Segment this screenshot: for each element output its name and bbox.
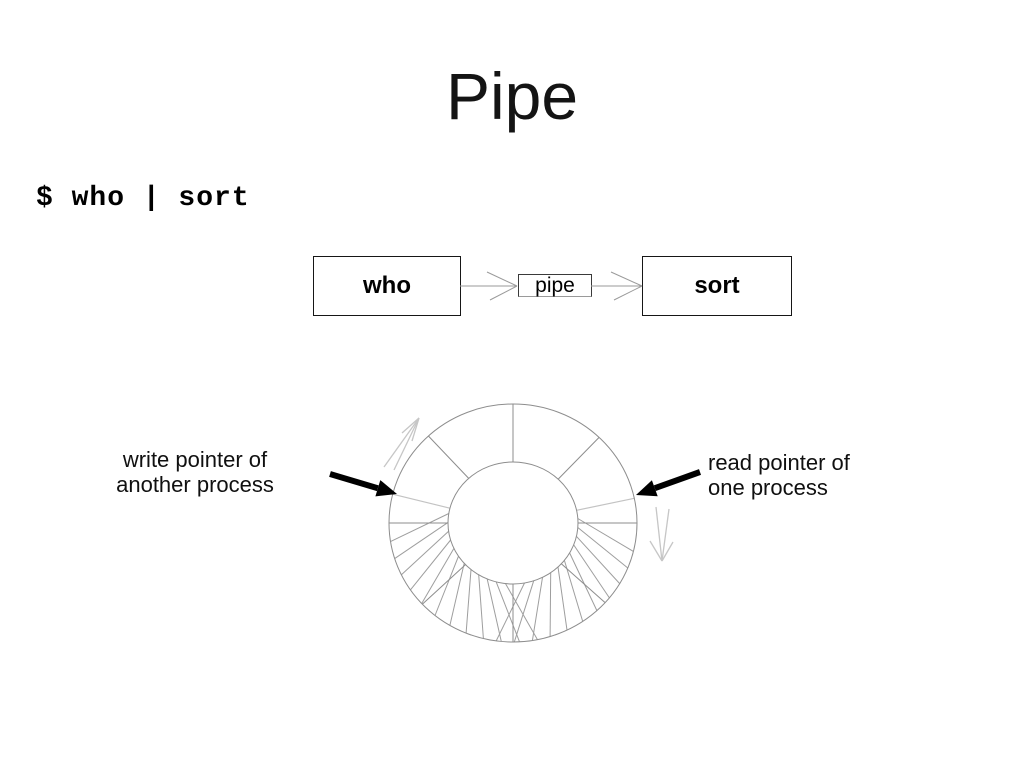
shell-command: $ who | sort [36,183,250,214]
read-pointer-label-line1: read pointer of [708,450,850,475]
process-box-who-label: who [363,272,411,299]
pipe-box: pipe [518,274,592,297]
process-box-sort: sort [642,256,792,316]
pipe-box-label: pipe [535,273,575,297]
read-pointer-label: read pointer of one process [708,450,908,500]
write-pointer-label-line1: write pointer of [122,447,268,472]
write-pointer-label: write pointer of another process [85,447,305,497]
process-box-who: who [313,256,461,316]
read-pointer-label-line2: one process [708,475,828,500]
slide-title: Pipe [445,59,579,133]
process-box-sort-label: sort [694,272,740,299]
write-pointer-label-line2: another process [116,472,274,497]
